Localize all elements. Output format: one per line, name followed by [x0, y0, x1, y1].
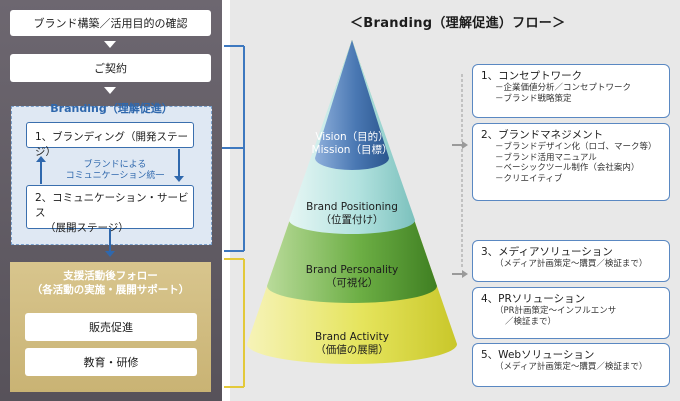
- flow-title: ＜Branding（理解促進）フロー＞: [350, 16, 566, 31]
- support-bracket: [224, 258, 245, 388]
- cone-label-vision-line-2: Mission（目標）: [311, 144, 393, 156]
- connector-arrow-icon: [452, 141, 468, 149]
- development-stage-label: 1、ブランディング（開発ステージ）: [35, 131, 188, 158]
- communication-note-line-1: ブランドによる: [83, 160, 147, 170]
- flow-line-to-support: [109, 229, 111, 251]
- support-title: 支援活動後フォロー （各活動の実施・展開サポート）: [10, 269, 211, 297]
- arrow-down-icon: [104, 87, 116, 94]
- contract-box: ご契約: [10, 54, 211, 82]
- cone-label-positioning: Brand Positioning （位置付け）: [282, 201, 422, 227]
- education-training-box: 教育・研修: [25, 348, 197, 376]
- arrow-down-icon: [174, 176, 184, 182]
- connector-bracket: [461, 74, 463, 268]
- sales-promotion-label: 販売促進: [89, 321, 133, 334]
- brand-management-item: －クリエイティブ: [495, 173, 563, 184]
- media-solution-item: （メディア計画策定～購買／検証まで）: [495, 259, 648, 269]
- brand-management-item: －ベーシックツール制作（会社案内）: [495, 163, 640, 173]
- support-title-line-2: （各活動の実施・展開サポート）: [31, 284, 190, 296]
- media-solution-title: 3、メディアソリューション: [481, 246, 613, 258]
- branding-bracket: [222, 45, 245, 252]
- web-solution-item: （メディア計画策定～購買／検証まで）: [495, 362, 648, 372]
- brand-management-item: －ブランドデザイン化（ロゴ、マーク等）: [495, 142, 657, 152]
- pr-solution-item: （PR計画策定～インフルエンサ: [495, 306, 617, 316]
- purpose-confirmation-box: ブランド構築／活用目的の確認: [10, 10, 211, 36]
- pr-solution-title: 4、PRソリューション: [481, 293, 586, 305]
- support-title-line-1: 支援活動後フォロー: [63, 270, 158, 282]
- arrow-down-icon: [105, 251, 115, 257]
- deployment-stage-line-2: （展開ステージ）: [45, 222, 129, 234]
- feedback-line-left: [40, 162, 42, 184]
- cone-label-activity-line-1: Brand Activity: [315, 331, 389, 343]
- concept-work-item: －企業価値分析／コンセプトワーク: [495, 83, 632, 93]
- communication-note: ブランドによる コミュニケーション統一: [40, 160, 190, 182]
- cone-label-vision-line-1: Vision（目的）: [315, 131, 389, 143]
- media-solution-box: 3、メディアソリューション （メディア計画策定～購買／検証まで）: [472, 240, 670, 282]
- brand-management-item: －ブランド活用マニュアル: [495, 152, 597, 163]
- cone-label-vision: Vision（目的） Mission（目標）: [282, 131, 422, 157]
- cone-layer-vision: [315, 40, 389, 170]
- purpose-confirmation-label: ブランド構築／活用目的の確認: [33, 17, 188, 30]
- brand-management-box: 2、ブランドマネジメント －ブランドデザイン化（ロゴ、マーク等） －ブランド活用…: [472, 123, 670, 201]
- arrow-down-icon: [104, 41, 116, 48]
- deployment-stage-box: 2、コミュニケーション・サービス （展開ステージ）: [26, 185, 194, 234]
- concept-work-item: －ブランド戦略策定: [495, 93, 572, 104]
- development-stage-box: 1、ブランディング（開発ステージ）: [26, 122, 194, 158]
- pr-solution-item: ／検証まで）: [505, 316, 557, 327]
- cone-label-personality-line-2: （可視化）: [325, 277, 379, 289]
- pr-solution-box: 4、PRソリューション （PR計画策定～インフルエンサ ／検証まで）: [472, 287, 670, 339]
- concept-work-title: 1、コンセプトワーク: [481, 70, 583, 82]
- deployment-stage-line-1: 2、コミュニケーション・サービス: [35, 192, 189, 219]
- cone-label-activity: Brand Activity （価値の展開）: [282, 331, 422, 357]
- cone-label-positioning-line-2: （位置付け）: [320, 214, 384, 226]
- cone-label-positioning-line-1: Brand Positioning: [306, 201, 398, 213]
- branding-title: Branding（理解促進）: [50, 102, 173, 115]
- brand-management-title: 2、ブランドマネジメント: [481, 129, 604, 141]
- branding-cone: [247, 40, 457, 364]
- education-training-label: 教育・研修: [83, 356, 139, 369]
- sales-promotion-box: 販売促進: [25, 313, 197, 341]
- flow-line-right: [178, 149, 180, 176]
- communication-note-line-2: コミュニケーション統一: [65, 171, 165, 181]
- cone-label-activity-line-2: （価値の展開）: [315, 344, 389, 356]
- web-solution-box: 5、Webソリューション （メディア計画策定～購買／検証まで）: [472, 343, 670, 387]
- cone-label-personality-line-1: Brand Personality: [305, 264, 399, 276]
- concept-work-box: 1、コンセプトワーク －企業価値分析／コンセプトワーク －ブランド戦略策定: [472, 64, 670, 118]
- web-solution-title: 5、Webソリューション: [481, 349, 595, 361]
- arrow-up-icon: [36, 156, 46, 162]
- contract-label: ご契約: [94, 62, 127, 75]
- connector-arrow-icon: [452, 270, 468, 278]
- cone-label-personality: Brand Personality （可視化）: [282, 264, 422, 290]
